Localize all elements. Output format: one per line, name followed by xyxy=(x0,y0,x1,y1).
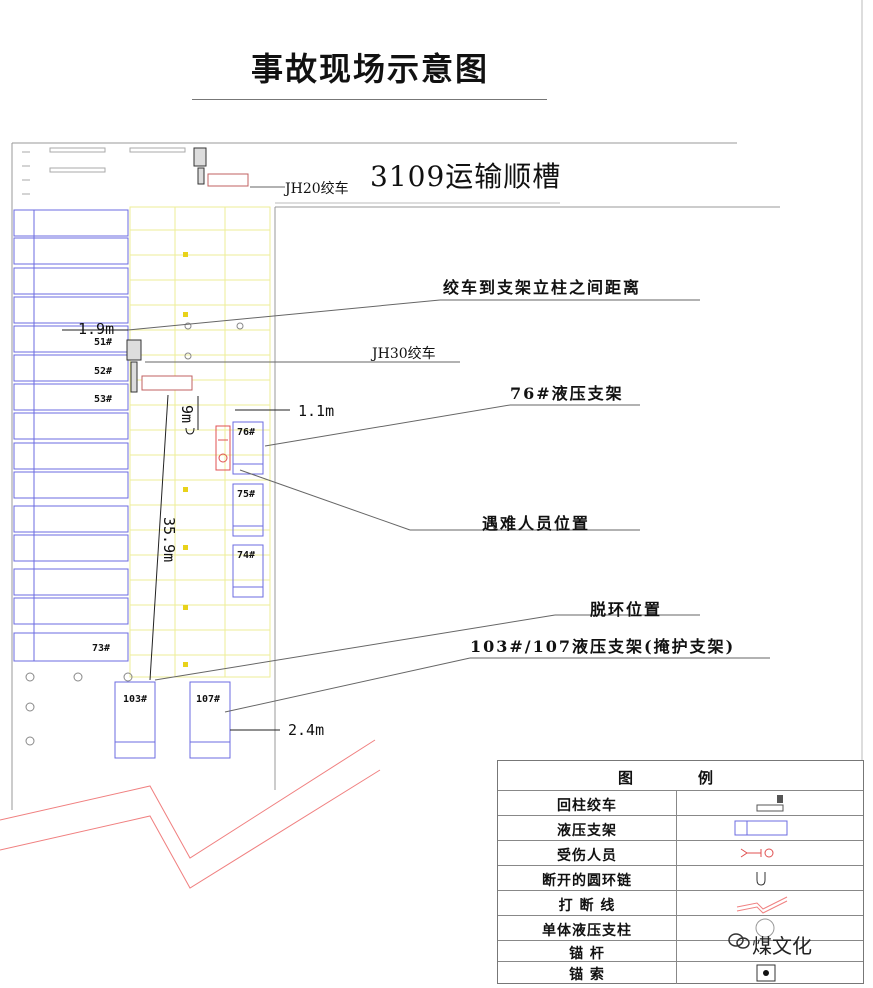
jh30-label: JH30绞车 xyxy=(372,346,436,362)
legend-table: 图 例 回柱绞车 液压支架 受伤人员 断开的圆环链 打 断 线 单体液压支柱 xyxy=(497,760,864,984)
hydraulic-supports-left xyxy=(13,209,129,662)
title-underline xyxy=(192,99,547,100)
legend-row: 锚 索 xyxy=(498,961,863,984)
dimension-35-9m: 35.9m xyxy=(160,517,178,563)
single-props xyxy=(25,322,244,746)
watermark-text: 煤文化 xyxy=(752,934,812,958)
legend-row: 单体液压支柱 xyxy=(498,915,863,940)
rail-track xyxy=(22,147,186,195)
legend-item-label: 锚 索 xyxy=(569,967,605,983)
shield-supports xyxy=(114,681,231,759)
dimension-1-1m: 1.1m xyxy=(298,402,335,420)
anchor-cable-icon xyxy=(676,962,864,984)
broken-chain-marker xyxy=(185,427,195,435)
single-prop-icon xyxy=(676,916,864,940)
hydraulic-supports-right xyxy=(232,421,264,598)
tunnel-label: 3109运输顺槽 xyxy=(370,160,562,193)
support-tag-74: 74# xyxy=(237,550,256,561)
diagram-title: 事故现场示意图 xyxy=(250,50,489,88)
injured-person-marker xyxy=(215,425,231,471)
break-line-icon xyxy=(676,891,864,915)
support-tag-73: 73# xyxy=(92,643,111,654)
legend-item-label: 断开的圆环链 xyxy=(542,873,632,889)
winch-icon xyxy=(676,791,864,815)
support-tag-52: 52# xyxy=(94,366,113,377)
dimension-9m: 9m xyxy=(178,405,196,424)
jh20-label: JH20绞车 xyxy=(285,181,349,197)
winch-distance-leader xyxy=(127,299,441,331)
wechat-icon xyxy=(728,933,750,949)
support-tag-103: 103# xyxy=(123,694,148,705)
supports-103-107-leader xyxy=(224,657,471,713)
dimension-1-9m: 1.9m xyxy=(78,320,115,338)
legend-row: 液压支架 xyxy=(498,815,863,840)
support-tag-53: 53# xyxy=(94,394,113,405)
support-tag-75: 75# xyxy=(237,489,256,500)
victim-position-label: 遇难人员位置 xyxy=(482,514,591,533)
support-tag-76: 76# xyxy=(237,427,256,438)
roadway-hatch xyxy=(129,206,271,678)
support-76-label: 76#液压支架 xyxy=(510,384,624,403)
legend-item-label: 受伤人员 xyxy=(557,848,617,864)
legend-header-left: 图 xyxy=(618,769,634,787)
supports-103-107-label: 103#/107液压支架(掩护支架) xyxy=(470,637,736,656)
legend-header-right: 例 xyxy=(698,769,714,787)
jh20-winch xyxy=(193,147,249,187)
injured-person-icon xyxy=(676,841,864,865)
legend-item-label: 打 断 线 xyxy=(558,898,616,914)
legend-row: 受伤人员 xyxy=(498,840,863,865)
legend-row: 断开的圆环链 xyxy=(498,865,863,890)
legend-item-label: 锚 杆 xyxy=(569,946,605,962)
jh30-winch xyxy=(126,339,193,393)
winch-distance-label: 绞车到支架立柱之间距离 xyxy=(443,278,642,297)
legend-item-label: 液压支架 xyxy=(557,823,617,839)
dimension-2-4m: 2.4m xyxy=(288,721,325,739)
victim-leader xyxy=(239,469,411,531)
hydraulic-support-icon xyxy=(676,816,864,840)
legend-row: 锚 杆 xyxy=(498,940,863,962)
derail-leader xyxy=(154,614,556,681)
legend-item-label: 回柱绞车 xyxy=(557,798,617,814)
legend-item-label: 单体液压支柱 xyxy=(542,923,632,939)
support-tag-107: 107# xyxy=(196,694,221,705)
legend-row: 打 断 线 xyxy=(498,890,863,915)
yellow-markers xyxy=(183,252,188,667)
legend-row: 回柱绞车 xyxy=(498,790,863,815)
support76-leader xyxy=(264,404,511,447)
broken-chain-icon xyxy=(676,866,864,890)
break-lines xyxy=(0,739,381,889)
anchor-bolt-icon xyxy=(676,941,864,962)
support-tag-51: 51# xyxy=(94,337,113,348)
derail-position-label: 脱环位置 xyxy=(590,600,663,619)
